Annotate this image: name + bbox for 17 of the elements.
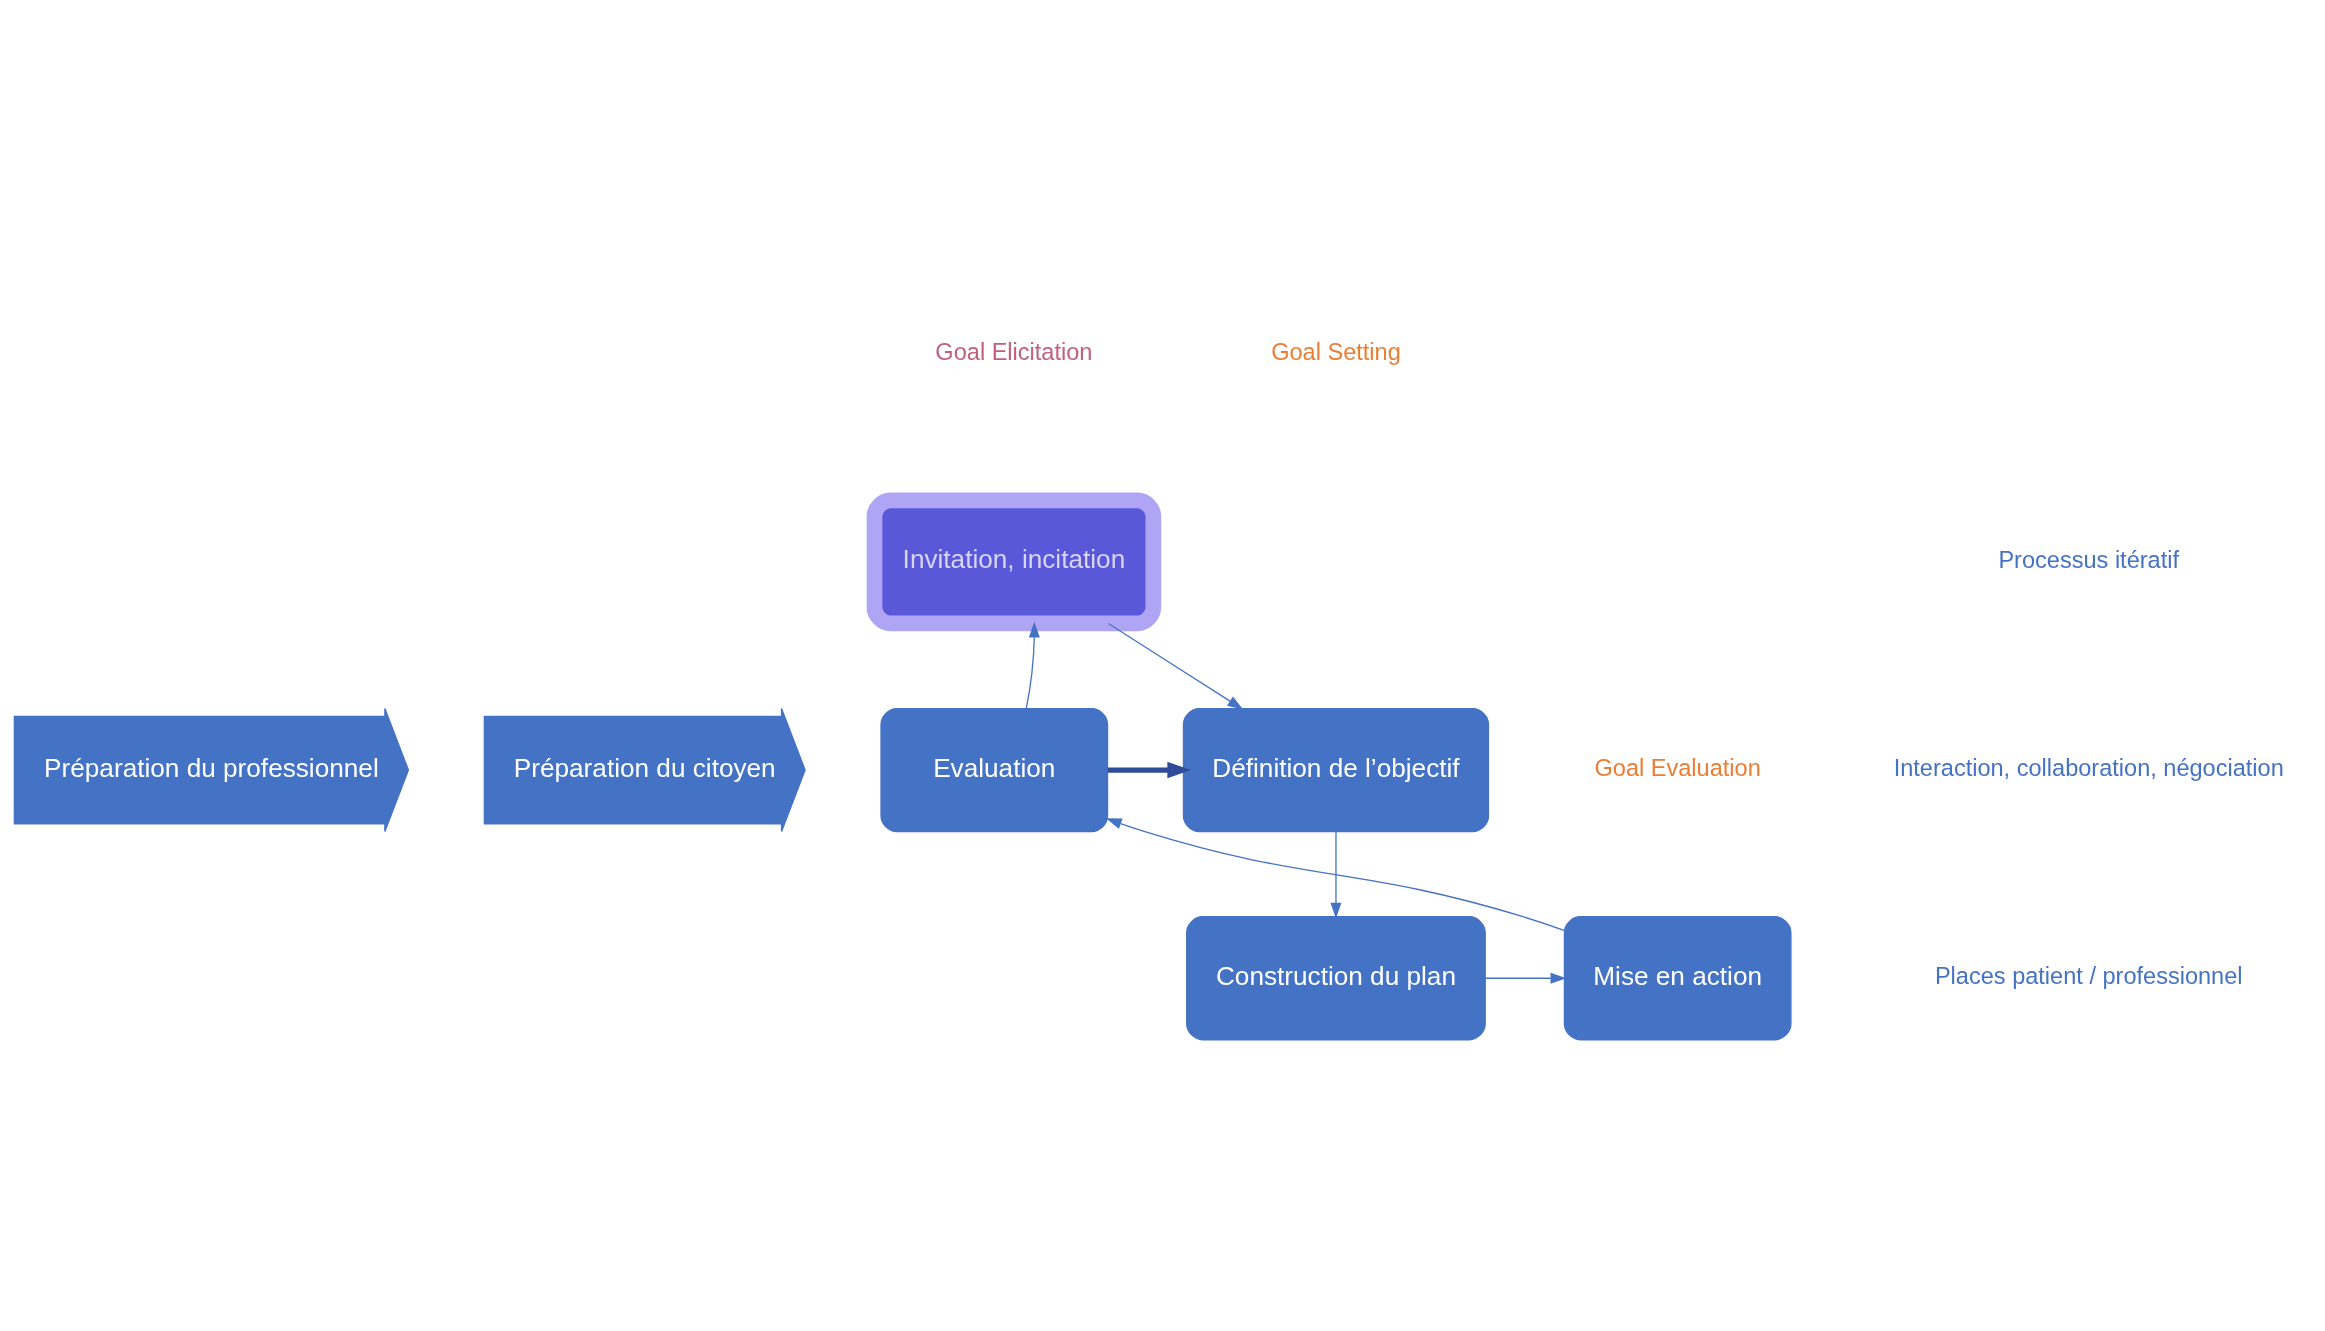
node-box: Invitation, incitation bbox=[866, 492, 1162, 631]
arrow bbox=[1105, 817, 1565, 931]
arrow bbox=[1107, 622, 1244, 710]
node-box: Construction du plan bbox=[1186, 915, 1486, 1040]
node-box: Définition de l’objectif bbox=[1182, 707, 1490, 832]
arrow bbox=[1330, 830, 1342, 918]
node-box: Evaluation bbox=[880, 707, 1109, 832]
label: Places patient / professionnel bbox=[1934, 962, 2243, 989]
arrow bbox=[1107, 761, 1191, 778]
label: Goal Elicitation bbox=[935, 338, 1093, 365]
arrow bbox=[1484, 972, 1567, 984]
label: Processus itératif bbox=[1998, 546, 2180, 573]
node-box: Mise en action bbox=[1563, 915, 1792, 1040]
label: Interaction, collaboration, négociation bbox=[1893, 754, 2284, 781]
label: Goal Setting bbox=[1271, 338, 1401, 365]
arrow bbox=[1025, 621, 1040, 709]
label: Goal Evaluation bbox=[1594, 754, 1761, 781]
